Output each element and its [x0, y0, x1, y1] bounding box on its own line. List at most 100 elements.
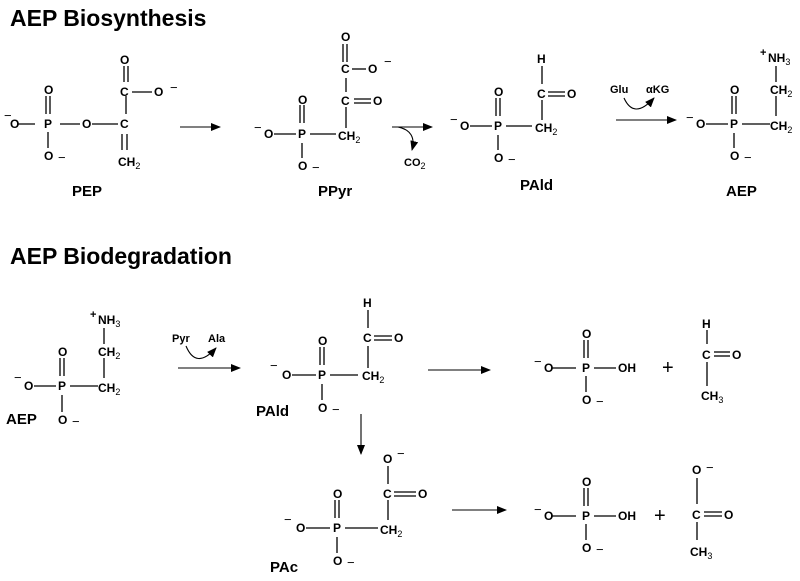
methyl-group: CH3	[690, 545, 712, 561]
pac-structure: − O P O O − CH2 C O O − PAc	[270, 446, 427, 576]
methylene-group: CH2	[362, 369, 384, 385]
minus-charge: −	[312, 160, 320, 175]
oxygen-atom: O	[460, 119, 469, 133]
oxygen-atom: O	[582, 327, 591, 341]
phosphorus-atom: P	[318, 368, 326, 382]
aep-structure: − O P O O − CH2 CH2 + NH3 AEP	[686, 47, 792, 200]
phosphorus-atom: P	[582, 361, 590, 375]
oxygen-atom: O	[544, 509, 553, 523]
oxygen-atom: O	[44, 149, 53, 163]
compound-label-pep: PEP	[72, 183, 102, 200]
carbon-atom: C	[120, 85, 129, 99]
oxygen-atom: O	[120, 53, 129, 67]
oxygen-atom: O	[724, 508, 733, 522]
hydrogen-atom: H	[702, 317, 711, 331]
minus-charge: −	[534, 502, 542, 517]
oxygen-atom: O	[333, 554, 342, 568]
compound-label-pald: PAld	[520, 177, 553, 194]
oxygen-atom: O	[582, 393, 591, 407]
oxygen-atom: O	[333, 487, 342, 501]
minus-charge: −	[72, 414, 80, 429]
minus-charge: −	[596, 394, 604, 409]
oxygen-atom: O	[582, 475, 591, 489]
minus-charge: −	[397, 446, 405, 461]
oxygen-atom: O	[730, 149, 739, 163]
minus-charge: −	[450, 112, 458, 127]
phosphorus-atom: P	[333, 521, 341, 535]
minus-charge: −	[254, 120, 262, 135]
minus-charge: −	[284, 512, 292, 527]
akg-cofactor: αKG	[646, 84, 669, 96]
oxygen-atom: O	[696, 117, 705, 131]
oxygen-atom: O	[154, 85, 163, 99]
hydroxyl-group: OH	[618, 361, 636, 375]
oxygen-atom: O	[394, 331, 403, 345]
methylene-group: CH2	[98, 345, 120, 361]
phosphorus-atom: P	[730, 117, 738, 131]
oxygen-atom: O	[494, 85, 503, 99]
minus-charge: −	[744, 150, 752, 165]
curved-arrow	[623, 97, 655, 110]
pep-structure: − O P O O − O C C O O − CH2 PEP	[4, 53, 178, 200]
oxygen-atom: O	[82, 117, 91, 131]
hydrogen-atom: H	[363, 296, 372, 310]
minus-charge: −	[596, 542, 604, 557]
oxygen-atom: O	[692, 463, 701, 477]
phosphate-product-2: − O P O O − OH	[534, 475, 636, 557]
minus-charge: −	[384, 54, 392, 69]
co2-cofactor: CO2	[404, 157, 426, 171]
minus-charge: −	[14, 370, 22, 385]
carbon-atom: C	[341, 62, 350, 76]
oxygen-atom: O	[383, 452, 392, 466]
acetate-product: O − C O CH3	[690, 460, 733, 561]
carbon-atom: C	[383, 487, 392, 501]
oxygen-atom: O	[418, 487, 427, 501]
ammonium-group: NH3	[98, 313, 120, 329]
plus-sign: +	[654, 505, 666, 527]
oxygen-atom: O	[10, 117, 19, 131]
minus-charge: −	[170, 80, 178, 95]
plus-sign: +	[662, 357, 674, 379]
oxygen-atom: O	[318, 334, 327, 348]
methylene-group: CH2	[770, 83, 792, 99]
carbon-atom: C	[692, 508, 701, 522]
oxygen-atom: O	[544, 361, 553, 375]
pyr-cofactor: Pyr	[172, 333, 190, 345]
compound-label-pald: PAld	[256, 403, 289, 420]
compound-label-ppyr: PPyr	[318, 183, 352, 200]
minus-charge: −	[706, 460, 714, 475]
phosphorus-atom: P	[44, 117, 52, 131]
ppyr-structure: − O P O O − CH2 C O C O − O PPyr	[254, 30, 392, 200]
phosphate-product-1: − O P O O − OH	[534, 327, 636, 409]
oxygen-atom: O	[264, 127, 273, 141]
carbon-atom: C	[537, 87, 546, 101]
compound-label-pac: PAc	[270, 559, 298, 576]
oxygen-atom: O	[368, 62, 377, 76]
curved-arrow	[397, 126, 419, 151]
ammonium-group: NH3	[768, 51, 790, 67]
minus-charge: −	[270, 358, 278, 373]
oxygen-atom: O	[732, 348, 741, 362]
pald-degradation-structure: − O P O O − CH2 C O H PAld	[256, 296, 403, 420]
phosphorus-atom: P	[298, 127, 306, 141]
hydroxyl-group: OH	[618, 509, 636, 523]
carbon-atom: C	[120, 117, 129, 131]
oxygen-atom: O	[298, 159, 307, 173]
biosynthesis-title: AEP Biosynthesis	[10, 5, 206, 31]
oxygen-atom: O	[567, 87, 576, 101]
acetaldehyde-product: H C O CH3	[701, 317, 741, 405]
oxygen-atom: O	[582, 541, 591, 555]
carbon-atom: C	[702, 348, 711, 362]
aep-degradation-structure: − O P O O − CH2 CH2 + NH3 AEP	[6, 309, 120, 429]
carbon-atom: C	[363, 331, 372, 345]
oxygen-atom: O	[24, 379, 33, 393]
phosphorus-atom: P	[494, 119, 502, 133]
oxygen-atom: O	[373, 94, 382, 108]
compound-label-aep: AEP	[6, 411, 37, 428]
methylene-group: CH2	[770, 119, 792, 135]
methylene-group: CH2	[98, 381, 120, 397]
minus-charge: −	[4, 108, 12, 123]
methylene-group: CH2	[380, 523, 402, 539]
minus-charge: −	[332, 402, 340, 417]
